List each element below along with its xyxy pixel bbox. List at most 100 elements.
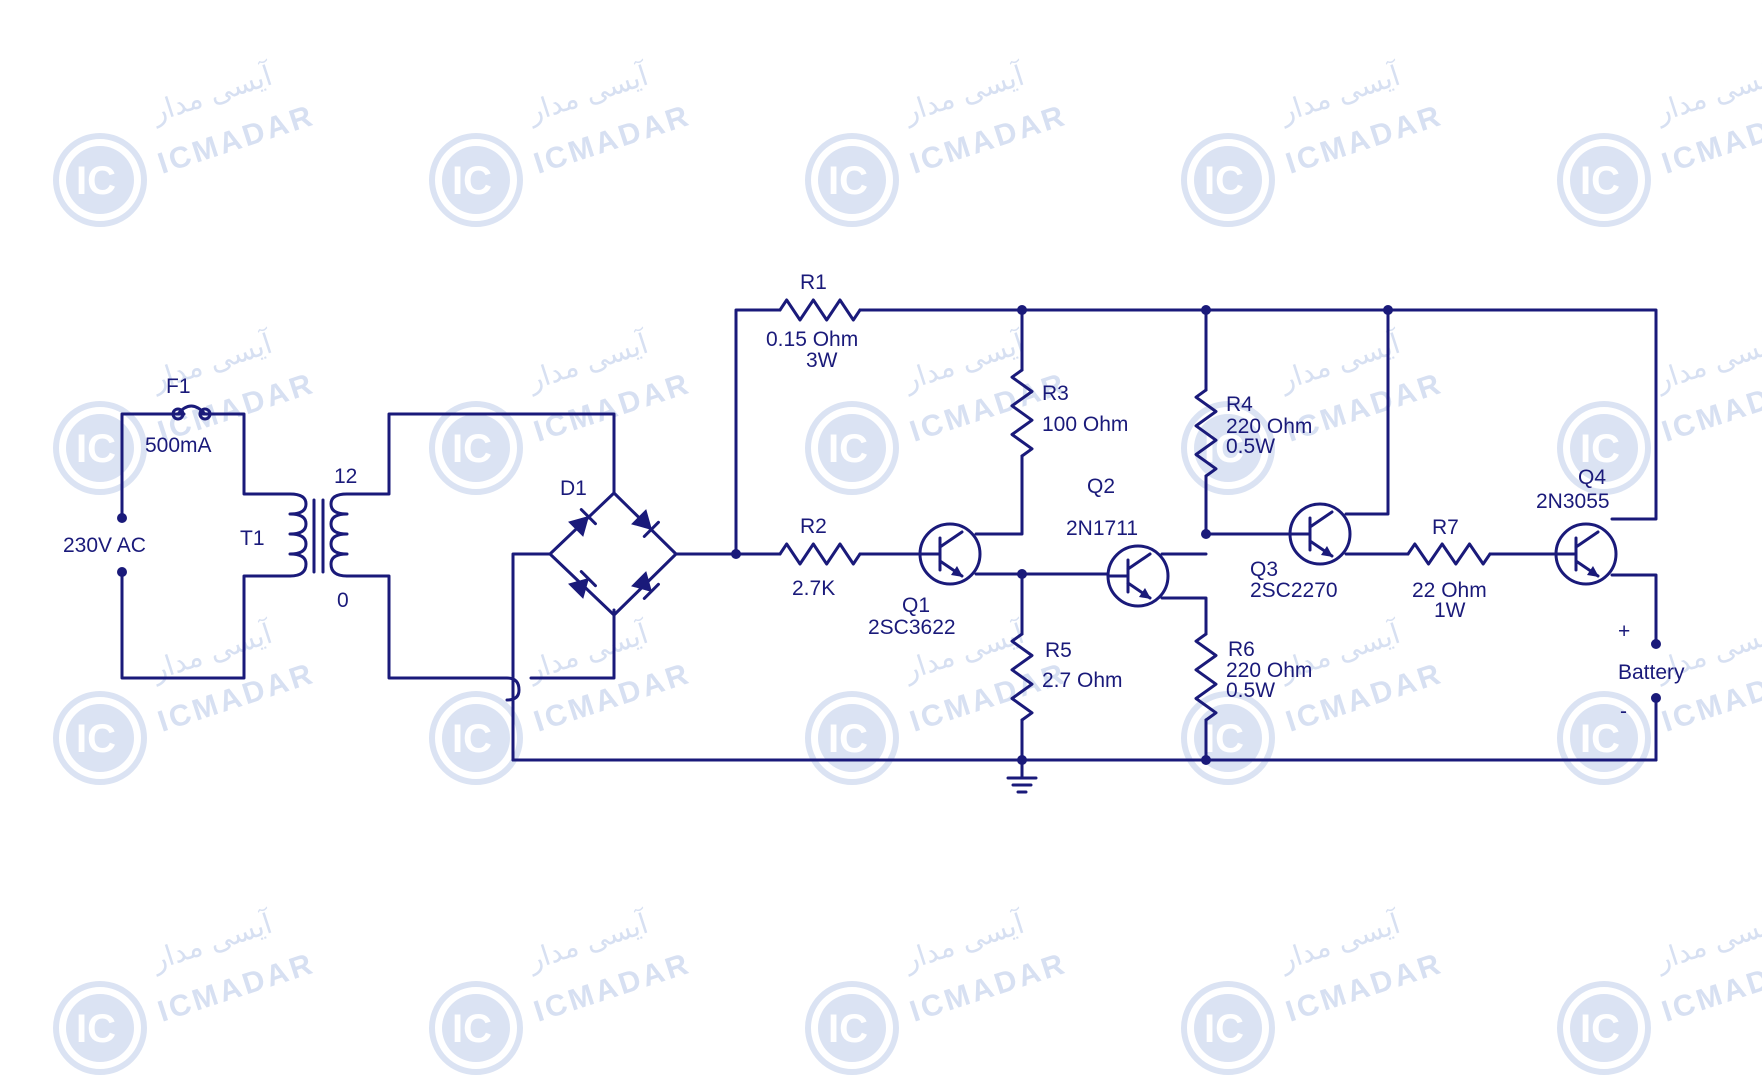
label-battery-minus: - <box>1620 700 1627 723</box>
fuse-f1 <box>171 404 212 421</box>
label-r4-value: 220 Ohm <box>1226 415 1312 438</box>
transformer-t1 <box>288 492 349 578</box>
diode-bridge-d1 <box>568 508 660 600</box>
transistor-q2 <box>1106 544 1170 608</box>
label-r7-watt: 1W <box>1434 599 1466 622</box>
watermark-logo-text: IC <box>76 717 116 761</box>
watermark-logo-text: IC <box>1580 427 1620 471</box>
label-r7: R7 <box>1432 516 1459 539</box>
label-q1: Q1 <box>902 594 930 617</box>
label-t1-top: 12 <box>334 465 357 488</box>
label-d1: D1 <box>560 477 587 500</box>
label-r5-value: 2.7 Ohm <box>1042 669 1123 692</box>
watermark-logo-text: IC <box>1204 159 1244 203</box>
label-r1-value: 0.15 Ohm <box>766 328 858 351</box>
watermark-persian-text: آیسی مدار <box>1650 327 1762 398</box>
label-q1-part: 2SC3622 <box>868 616 956 639</box>
label-q2-part: 2N1711 <box>1066 517 1138 540</box>
resistor-r4 <box>1194 388 1218 478</box>
label-q2: Q2 <box>1087 475 1115 498</box>
label-r6-value: 220 Ohm <box>1226 659 1312 682</box>
resistor-r3 <box>1010 368 1034 458</box>
label-f1: F1 <box>166 375 191 398</box>
ground-symbol <box>1006 758 1038 794</box>
label-q4: Q4 <box>1578 466 1606 489</box>
label-t1-bottom: 0 <box>337 589 349 612</box>
watermark-logo-text: IC <box>1580 717 1620 761</box>
label-t1: T1 <box>240 527 265 550</box>
resistor-r7 <box>1406 542 1492 566</box>
component-labels: F1 500mA 230V AC T1 12 0 D1 R1 0.15 Ohm … <box>63 271 1685 723</box>
diode-bottom-right <box>631 571 660 600</box>
label-r3-value: 100 Ohm <box>1042 413 1128 436</box>
watermark-logo-text: IC <box>452 717 492 761</box>
diode-top-left <box>568 508 597 537</box>
label-q3: Q3 <box>1250 558 1278 581</box>
watermark-logo-text: IC <box>828 1007 868 1051</box>
label-q4-part: 2N3055 <box>1536 490 1610 513</box>
label-r4-watt: 0.5W <box>1226 435 1275 458</box>
junction-dots <box>117 305 1661 765</box>
label-r1-watt: 3W <box>806 349 838 372</box>
resistor-r1 <box>778 298 862 322</box>
label-r6: R6 <box>1228 638 1255 661</box>
watermark-logo-text: IC <box>1580 1007 1620 1051</box>
resistor-r6 <box>1194 632 1218 722</box>
resistors <box>778 298 1492 722</box>
diode-top-right <box>631 509 660 538</box>
label-r4: R4 <box>1226 393 1253 416</box>
watermark-logo-text: IC <box>1580 159 1620 203</box>
watermark-logo-text: IC <box>1204 1007 1244 1051</box>
label-r5: R5 <box>1045 639 1072 662</box>
watermark-logo-text: IC <box>76 159 116 203</box>
label-battery: Battery <box>1618 661 1685 684</box>
transistors <box>918 502 1618 608</box>
transistor-q1 <box>918 522 982 586</box>
label-ac-source: 230V AC <box>63 534 146 557</box>
label-r7-value: 22 Ohm <box>1412 579 1487 602</box>
label-r1: R1 <box>800 271 827 294</box>
watermark-logo-text: IC <box>1204 717 1244 761</box>
label-r3: R3 <box>1042 382 1069 405</box>
resistor-r2 <box>778 542 862 566</box>
diode-bottom-left <box>568 570 597 599</box>
label-r2: R2 <box>800 515 827 538</box>
wires <box>120 308 1658 762</box>
watermark-logo-text: IC <box>828 717 868 761</box>
label-f1-value: 500mA <box>145 434 212 457</box>
watermark-logo-text: IC <box>452 427 492 471</box>
transistor-q3 <box>1288 502 1352 566</box>
watermark-logo-text: IC <box>828 427 868 471</box>
watermark-logo-text: IC <box>452 1007 492 1051</box>
watermark-logo-text: IC <box>76 427 116 471</box>
label-r6-watt: 0.5W <box>1226 679 1275 702</box>
label-r2-value: 2.7K <box>792 577 835 600</box>
watermark-persian-text: آیسی مدار <box>1650 907 1762 978</box>
label-q3-part: 2SC2270 <box>1250 579 1338 602</box>
watermark-logo-text: IC <box>452 159 492 203</box>
resistor-r5 <box>1010 632 1034 722</box>
watermark-persian-text: آیسی مدار <box>1650 59 1762 130</box>
label-battery-plus: + <box>1618 620 1630 643</box>
transistor-q4 <box>1554 522 1618 586</box>
